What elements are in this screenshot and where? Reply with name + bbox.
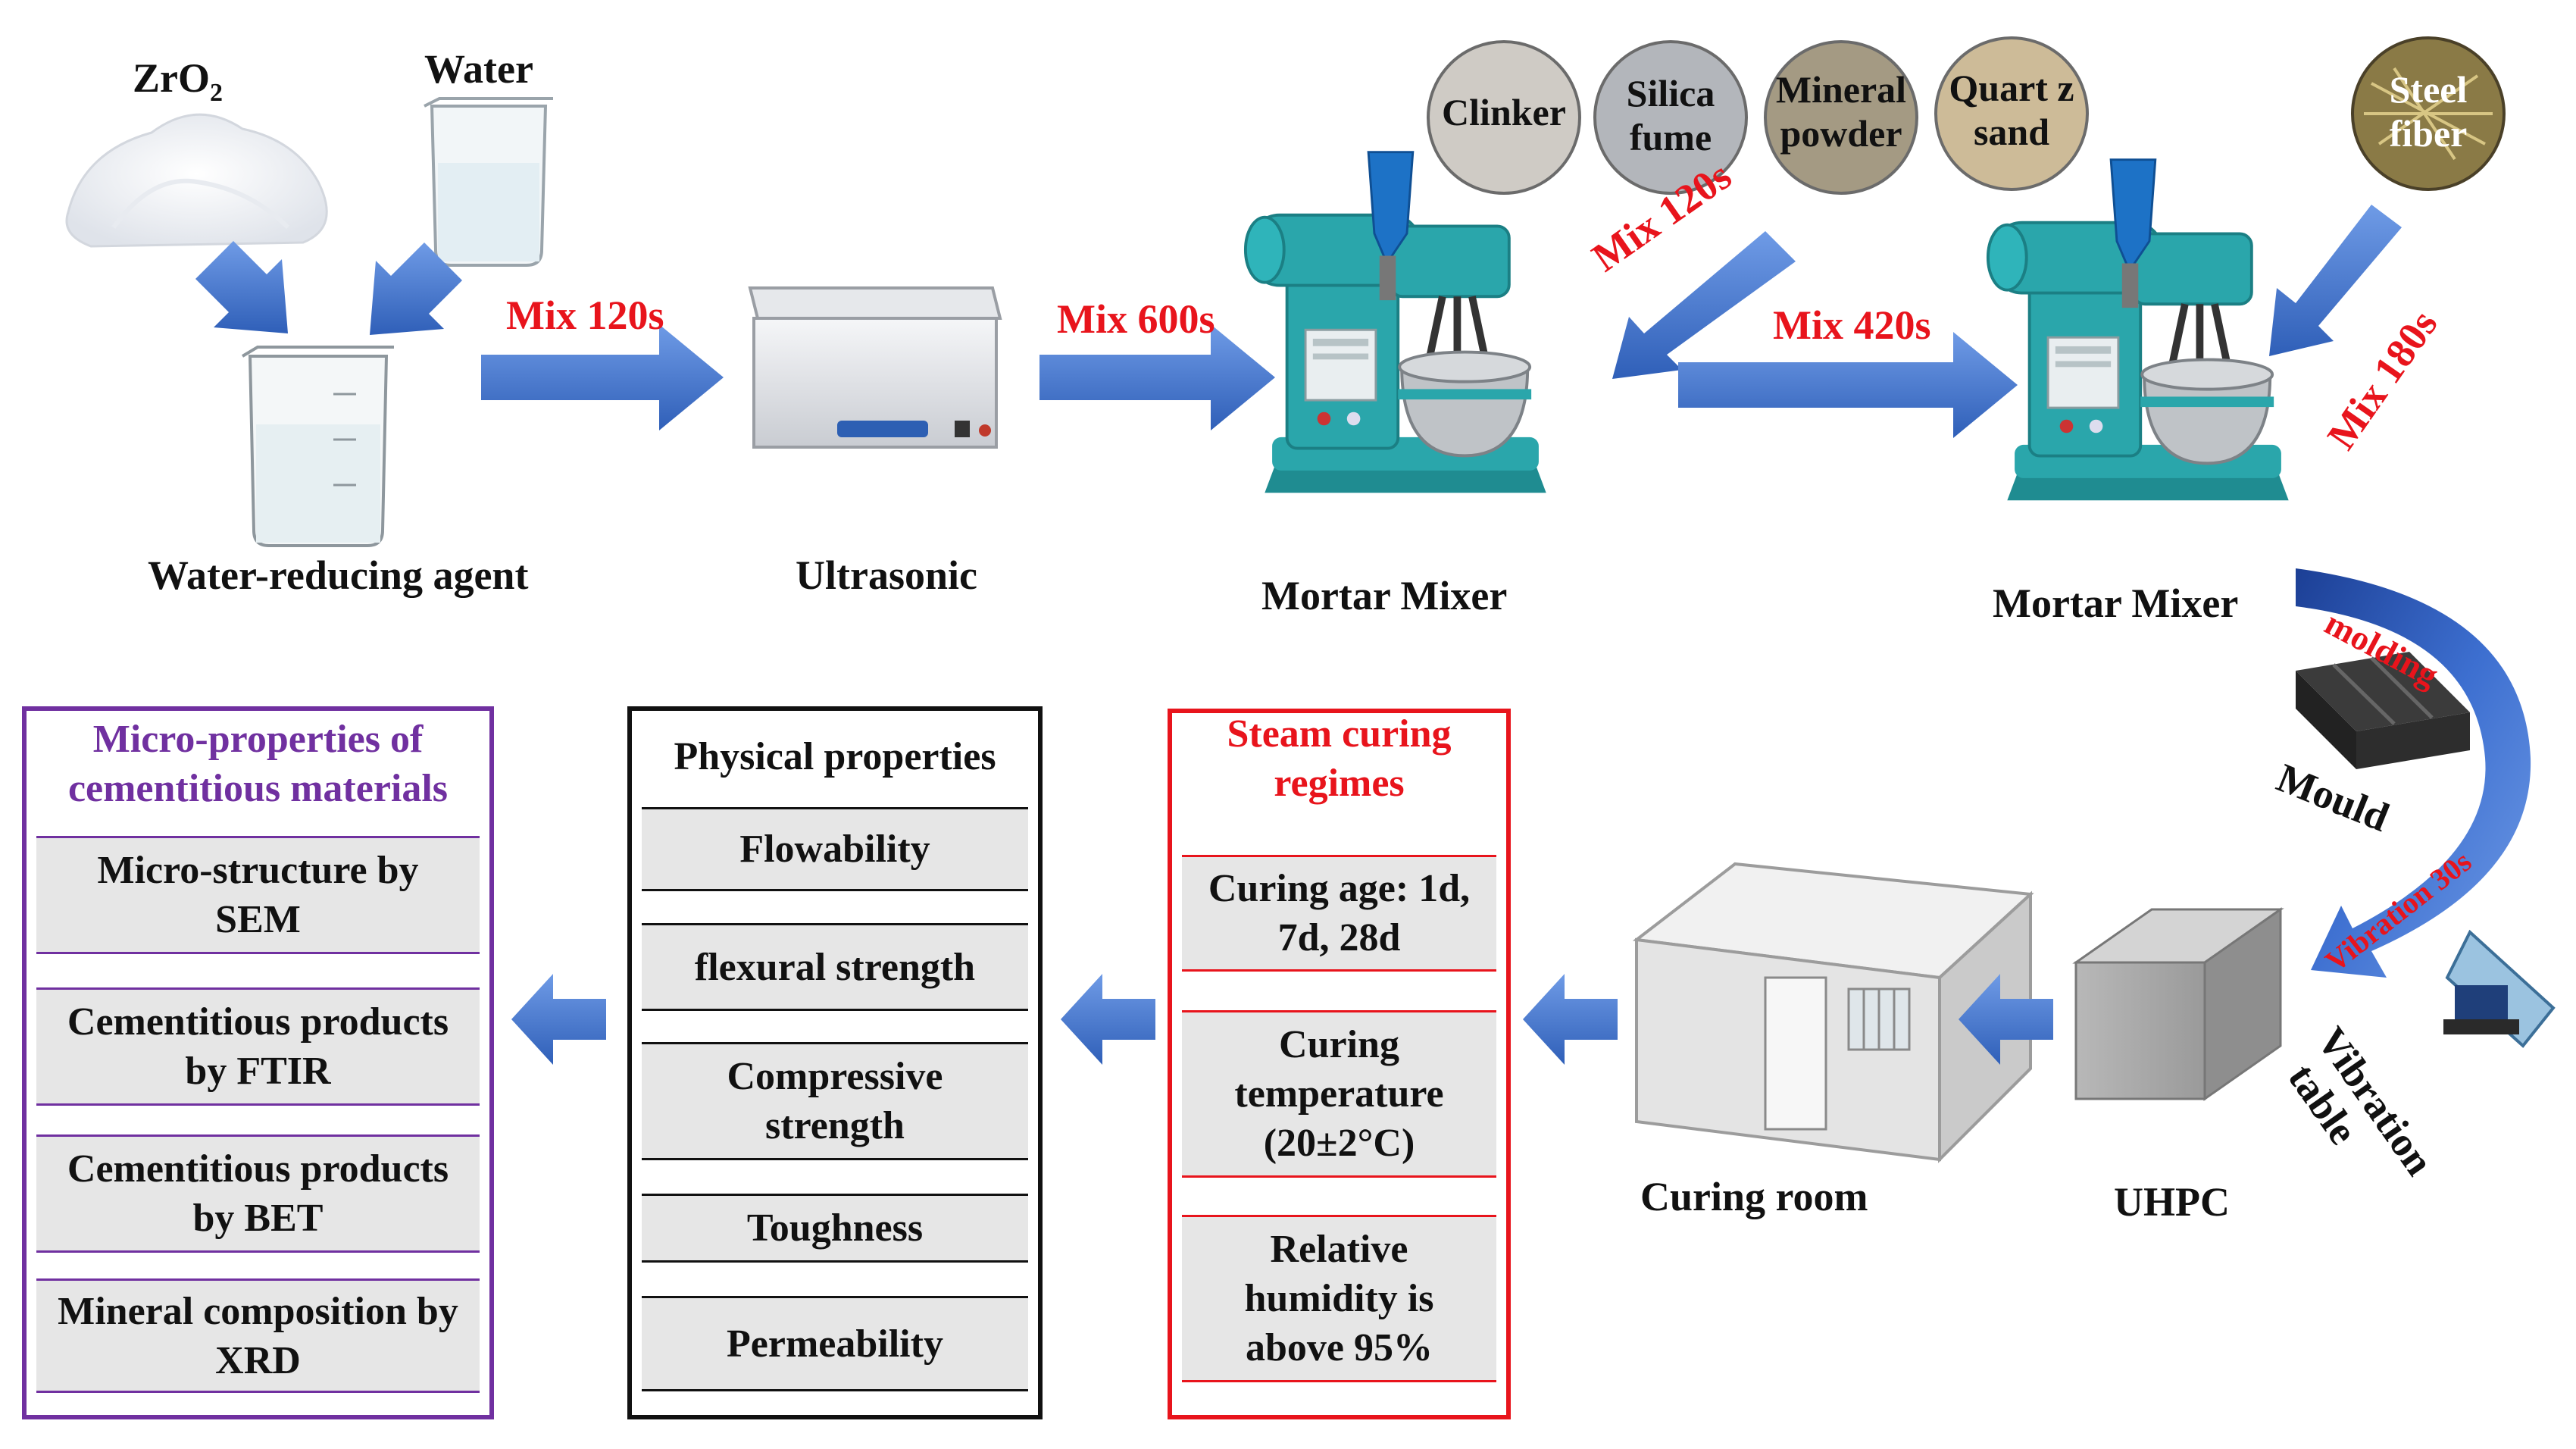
curved-molding-arrow bbox=[2296, 568, 2531, 978]
physical-properties-box: Physical properties Flowability flexural… bbox=[630, 709, 1040, 1417]
water-beaker-image bbox=[424, 97, 553, 267]
flowability-cell: Flowability bbox=[642, 807, 1028, 891]
arrow-curing-to-steam bbox=[1523, 974, 1618, 1065]
micro-properties-title: Micro-properties of cementitious materia… bbox=[67, 718, 449, 810]
arrow-fiber-to-mixer bbox=[2269, 205, 2402, 356]
arrow-mixer-to-mixer bbox=[1678, 332, 2018, 438]
vibration-table-image bbox=[2443, 929, 2556, 1048]
uhpc-label: UHPC bbox=[2114, 1179, 2230, 1225]
sem-cell: Micro-structure by SEM bbox=[36, 836, 480, 954]
toughness-cell: Toughness bbox=[642, 1194, 1028, 1263]
arrow-zro2-to-agent bbox=[195, 241, 288, 333]
ultrasonic-label: Ultrasonic bbox=[796, 552, 977, 598]
micro-properties-box-border bbox=[22, 706, 494, 1419]
clinker-image bbox=[1427, 40, 1581, 195]
compressive-strength-cell: Compressive strength bbox=[642, 1042, 1028, 1160]
steel-fiber-label: Steel fiber bbox=[2389, 68, 2468, 155]
water-reducing-agent-label: Water-reducing agent bbox=[148, 552, 529, 598]
quartz-sand-image bbox=[1934, 36, 2089, 191]
physical-properties-box-border bbox=[627, 706, 1043, 1419]
quartz-sand-label: Quart z sand bbox=[1949, 67, 2074, 153]
mortar-mixer-1-image bbox=[1246, 152, 1546, 493]
steam-curing-box-border bbox=[1168, 709, 1511, 1419]
arrow-agent-to-ultrasonic bbox=[481, 324, 724, 430]
step-mix-420s: Mix 420s bbox=[1773, 302, 1931, 348]
water-label: Water bbox=[424, 46, 533, 92]
mortar-mixer-1-label: Mortar Mixer bbox=[1261, 573, 1508, 618]
mould-image bbox=[2296, 652, 2470, 769]
zro2-label: ZrO2 bbox=[133, 55, 223, 107]
physical-properties-title: Physical properties bbox=[674, 734, 996, 778]
ftir-cell: Cementitious products by FTIR bbox=[36, 987, 480, 1106]
steel-fiber-image bbox=[2351, 36, 2506, 191]
mortar-mixer-2-image bbox=[1988, 160, 2289, 501]
silica-fume-image bbox=[1593, 40, 1748, 195]
arrow-uhpc-to-curing bbox=[1959, 974, 2053, 1065]
arrow-ultrasonic-to-mixer bbox=[1039, 324, 1275, 430]
steam-curing-title: Steam curing regimes bbox=[1227, 712, 1452, 805]
step-mix-600s: Mix 600s bbox=[1057, 296, 1215, 342]
ultrasonic-bath-image bbox=[748, 286, 1002, 449]
clinker-label: Clinker bbox=[1442, 91, 1566, 133]
arrow-physical-to-micro bbox=[511, 974, 606, 1065]
relative-humidity-cell: Relative humidity is above 95% bbox=[1182, 1215, 1496, 1382]
flexural-strength-cell: flexural strength bbox=[642, 923, 1028, 1011]
curing-room-label: Curing room bbox=[1640, 1174, 1868, 1219]
steam-curing-box: Steam curing regimes Curing age: 1d, 7d,… bbox=[1170, 711, 1508, 1417]
curing-age-cell: Curing age: 1d, 7d, 28d bbox=[1182, 855, 1496, 972]
zro2-powder-image bbox=[65, 113, 328, 248]
uhpc-cube-image bbox=[2072, 907, 2284, 1101]
mortar-mixer-2-label: Mortar Mixer bbox=[1993, 581, 2239, 626]
curing-temperature-cell: Curing temperature (20±2°C) bbox=[1182, 1010, 1496, 1178]
permeability-cell: Permeability bbox=[642, 1296, 1028, 1391]
xrd-cell: Mineral composition by XRD bbox=[36, 1278, 480, 1393]
mineral-powder-label: Mineral powder bbox=[1775, 68, 1907, 155]
bet-cell: Cementitious products by BET bbox=[36, 1134, 480, 1253]
step-mix-120s-a: Mix 120s bbox=[506, 293, 664, 338]
water-reducing-agent-beaker-image bbox=[241, 346, 394, 547]
micro-properties-box: Micro-properties of cementitious materia… bbox=[24, 709, 492, 1417]
arrow-steam-to-physical bbox=[1061, 974, 1155, 1065]
silica-fume-label: Silica fume bbox=[1626, 72, 1715, 158]
mineral-powder-image bbox=[1764, 40, 1918, 195]
arrow-water-to-agent bbox=[370, 243, 462, 335]
arrow-materials-to-mixer bbox=[1612, 231, 1796, 379]
